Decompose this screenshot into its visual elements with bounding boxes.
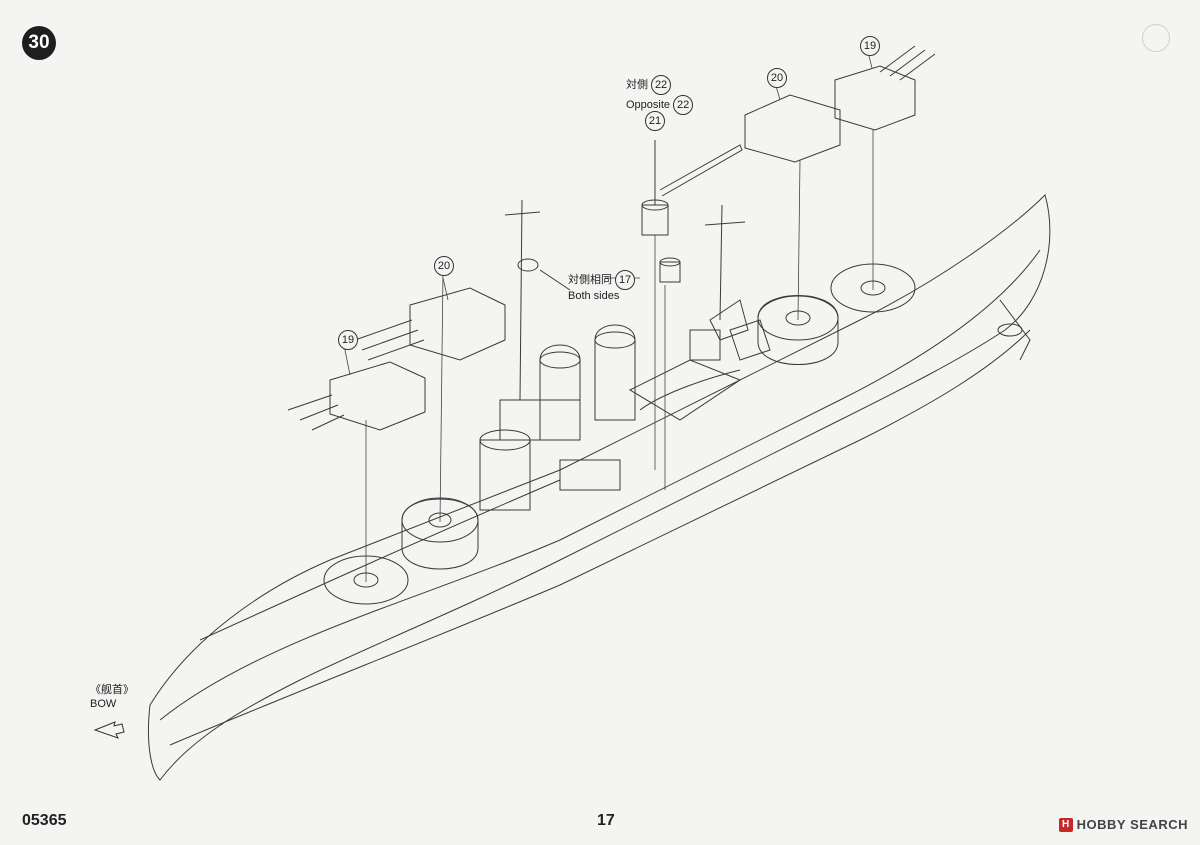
mainmast	[704, 204, 749, 341]
watermark-search: SEARCH	[1130, 817, 1188, 832]
registration-mark-icon	[1142, 24, 1170, 52]
superstructure	[479, 319, 771, 511]
turret-aft-20	[744, 94, 841, 163]
part-number-19-aft: 19	[860, 36, 880, 56]
callout-opposite-en: Opposite	[626, 98, 671, 111]
bow-label: 《舰首》 BOW	[90, 683, 134, 711]
crane	[641, 140, 743, 236]
hobby-search-watermark: H HOBBY SEARCH	[1058, 817, 1188, 832]
kit-code: 05365	[22, 812, 67, 829]
part-number-21: 21	[645, 111, 665, 131]
guide-line	[797, 159, 801, 321]
callout-both-sides-en: Both sides	[568, 290, 620, 302]
guide-line	[439, 271, 444, 523]
step-number-badge: 30	[22, 26, 56, 60]
callout-both-sides: 対側相同 17 Both sides	[568, 270, 636, 302]
part-number-20-forward: 20	[434, 256, 454, 276]
part-number-20-aft: 20	[767, 68, 787, 88]
callout-opposite-jp: 対側	[626, 78, 648, 91]
bow-label-en: BOW	[90, 698, 117, 710]
callout-both-sides-jp: 対側相同	[568, 273, 612, 286]
page-number: 17	[597, 812, 615, 829]
foremast	[504, 199, 571, 401]
part-17	[659, 257, 681, 283]
turret-forward-20	[354, 287, 506, 361]
hull-band	[169, 329, 1031, 746]
part-number-17: 17	[615, 270, 636, 290]
turret-aft-19	[834, 45, 936, 131]
part-number-22-alt: 22	[673, 95, 694, 115]
deck-edge	[159, 249, 1041, 721]
part-number-19-forward: 19	[338, 330, 358, 350]
bow-arrow-icon	[93, 721, 125, 739]
callout-opposite: 対側 22 Opposite 22	[626, 75, 694, 115]
bow-label-jp: 《舰首》	[90, 684, 134, 696]
part-number-22: 22	[651, 75, 672, 95]
hobby-search-logo-icon: H	[1058, 817, 1073, 832]
turret-forward-19	[287, 361, 426, 431]
hull-outline	[147, 194, 1051, 781]
watermark-hobby: HOBBY	[1076, 817, 1127, 832]
